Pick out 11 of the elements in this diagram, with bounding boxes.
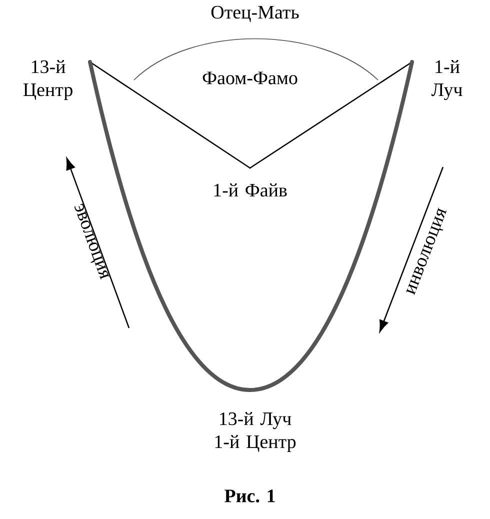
connector-line	[88, 60, 252, 392]
node-label: 1-й Файв	[214, 183, 287, 197]
node-label: 1-й Луч	[431, 60, 462, 100]
connector-line	[89, 61, 251, 169]
node-label: 13-й Центр	[23, 60, 72, 100]
caption: Рис. 1	[224, 490, 275, 502]
connector-line	[249, 61, 413, 169]
node-label: 13-й Луч 1-й Центр	[215, 412, 296, 452]
connector-line	[248, 60, 414, 392]
text-label: Фаом-Фамо	[202, 72, 298, 84]
text-label: Отец-Мать	[211, 6, 299, 22]
